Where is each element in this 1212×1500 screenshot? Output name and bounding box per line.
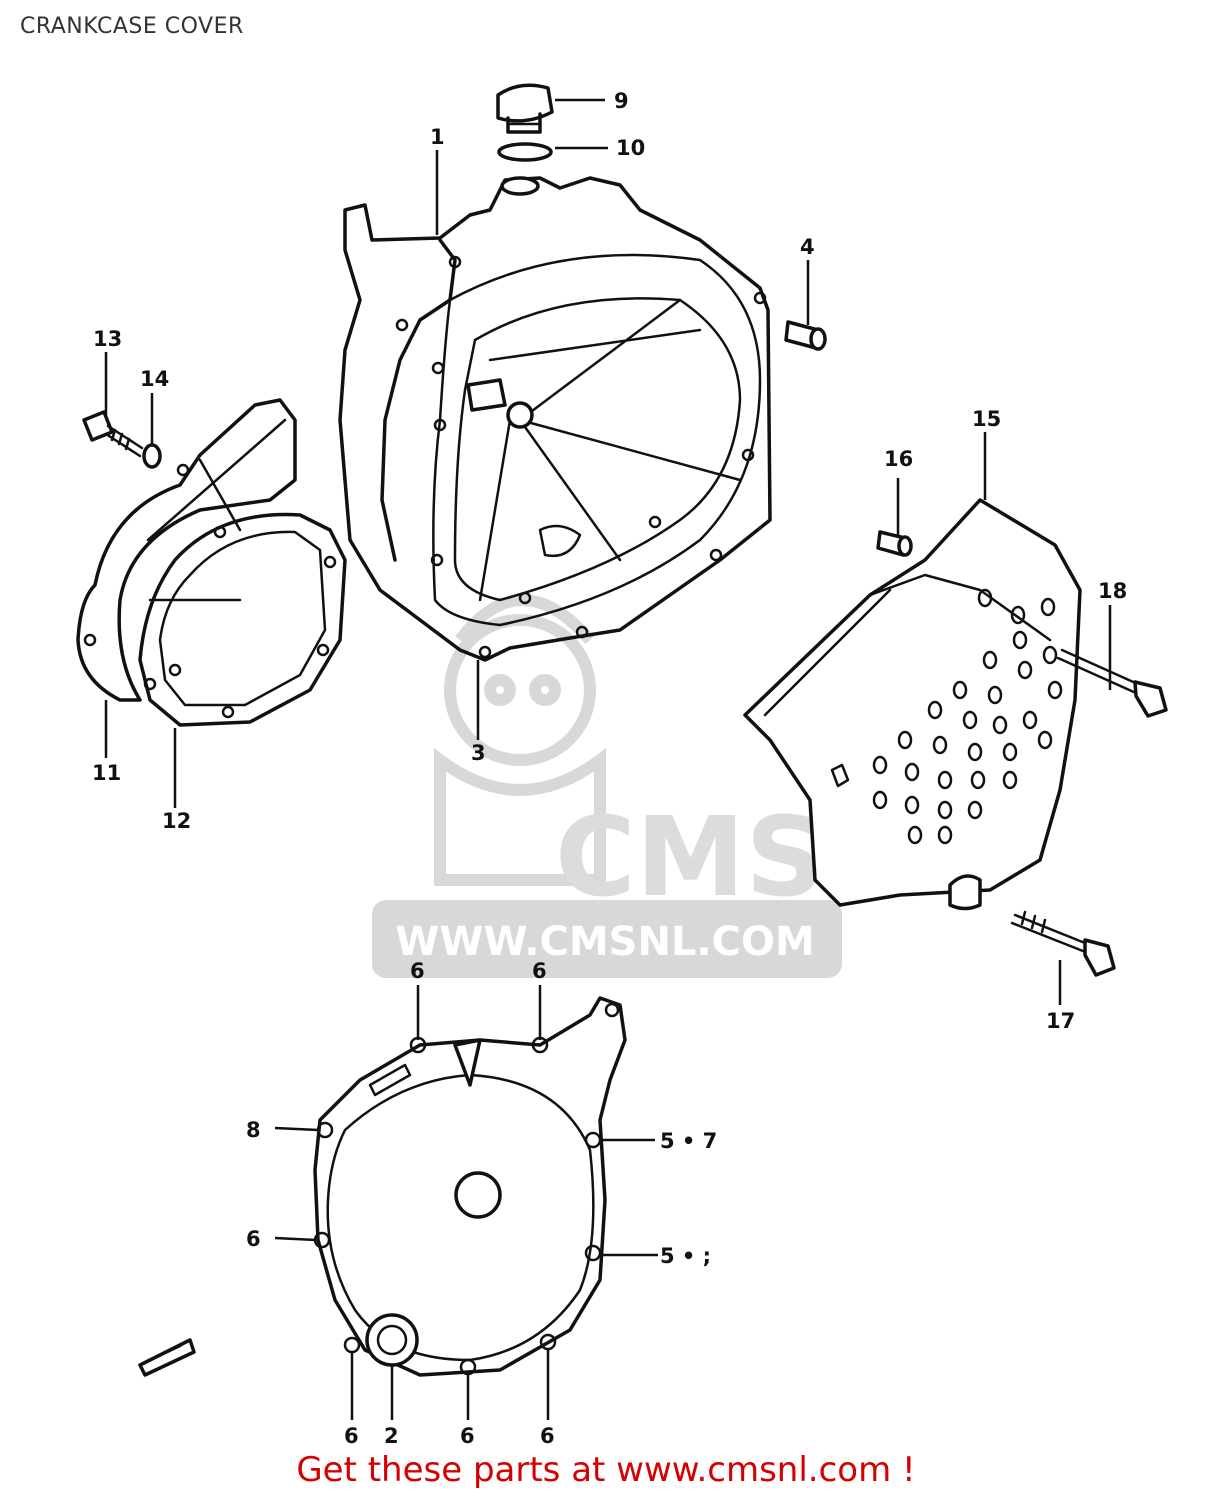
front-direction-icon [138,1338,196,1377]
part-label-6f: 6 [540,1424,555,1448]
dowel-pin [784,320,827,351]
part-label-5-7b: 5 • ; [660,1244,711,1268]
watermark-url: WWW.CMSNL.COM [395,919,815,965]
part-label-6e: 6 [460,1424,475,1448]
part-label-3: 3 [471,741,486,765]
washer [142,443,162,469]
clutch-cover [338,176,772,662]
generator-cover-gasket [138,512,347,727]
part-label-6d: 6 [344,1424,359,1448]
part-label-5-7a: 5 • 7 [660,1129,717,1153]
page-title: CRANKCASE COVER [20,14,244,39]
part-label-15: 15 [972,407,1001,431]
part-label-2: 2 [384,1424,399,1448]
part-label-10: 10 [616,136,645,160]
part-label-4: 4 [800,235,815,259]
part-label-18: 18 [1098,579,1127,603]
part-label-1: 1 [430,125,445,149]
watermark-url-bar [372,900,842,978]
lower-crankcase-cover [313,996,627,1377]
guard-dowel-pin [876,530,913,557]
guard-plate [743,498,1082,911]
watermark: CMS WWW.CMSNL.COM [372,594,842,978]
part-label-6c: 6 [246,1227,261,1251]
o-ring [497,142,553,162]
leader-lines [104,98,1112,1420]
footer-link[interactable]: Get these parts at www.cmsnl.com ! [296,1450,916,1490]
part-label-8: 8 [246,1118,261,1142]
watermark-brand: CMS [555,793,824,921]
guard-bolt-lower [1010,910,1116,977]
part-label-6b: 6 [532,959,547,983]
part-label-9: 9 [614,89,629,113]
cover-bolt [82,410,144,458]
part-label-13: 13 [93,327,122,351]
part-label-12: 12 [162,809,191,833]
part-label-17: 17 [1046,1009,1075,1033]
part-label-16: 16 [884,447,913,471]
oil-filler-cap [496,83,554,134]
part-label-6a: 6 [410,959,425,983]
guard-bolt-upper [1056,648,1168,718]
part-labels: 9 10 1 4 13 14 11 12 3 16 15 18 17 6 6 8… [92,89,1127,1448]
part-label-14: 14 [140,367,169,391]
generator-cover [76,398,297,702]
part-label-11: 11 [92,761,121,785]
